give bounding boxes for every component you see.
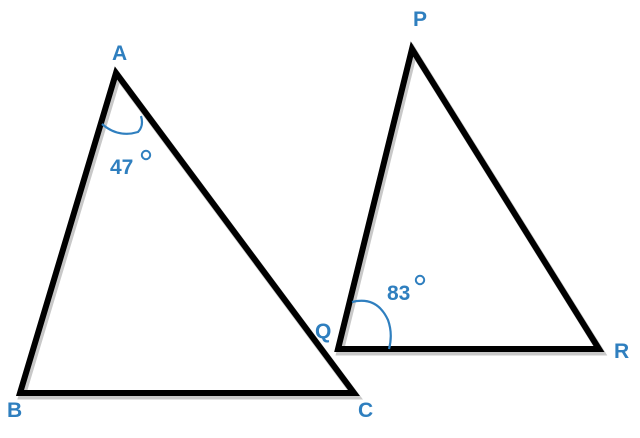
angle-a-value: 47 (110, 156, 133, 179)
angle-arc-q (351, 299, 392, 350)
vertex-label-b: B (7, 399, 22, 422)
vertex-label-a: A (112, 42, 127, 65)
angle-arc-a (101, 115, 144, 135)
angle-a-degree-symbol (140, 149, 152, 161)
angle-q-degree-symbol (414, 274, 426, 286)
triangle-pqr (334, 41, 605, 352)
angle-q-value: 83 (387, 282, 410, 305)
vertex-label-p: P (413, 8, 427, 31)
vertex-label-c: C (358, 399, 373, 422)
vertex-label-r: R (614, 340, 629, 363)
triangle-abc-shadow (17, 68, 363, 400)
triangle-abc (15, 66, 360, 396)
vertex-label-q: Q (315, 320, 331, 343)
